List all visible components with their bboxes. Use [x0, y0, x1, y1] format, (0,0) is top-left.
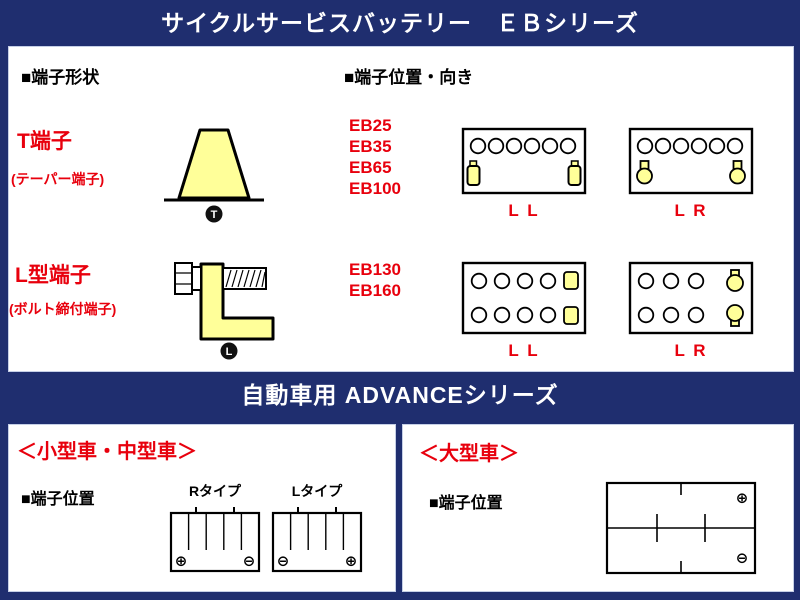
battery-topview-eb25-lr — [628, 127, 754, 195]
cell-dividers — [187, 513, 243, 550]
model-eb100: EB100 — [349, 179, 401, 198]
lg-terminal-position-heading: ■端子位置 — [429, 495, 503, 512]
t-badge-circle — [205, 205, 223, 223]
model-list-eb25-100: EB25 EB35 EB65 EB100 — [349, 115, 401, 199]
terminals-yellow — [636, 160, 746, 185]
cell-caps — [636, 137, 744, 155]
orientation-label-g2-ll: L L — [508, 341, 540, 360]
t-badge-label: T — [211, 209, 218, 221]
l-terminal-diagram: L — [174, 262, 275, 360]
l-type-left-sign: ⊖ — [277, 552, 290, 570]
large-car-title: ＜大型車＞ — [419, 443, 519, 465]
battery-diagram-large: ⊕ ⊖ — [605, 481, 757, 575]
small-medium-car-panel: ＜小型車・中型車＞ ■端子位置 Rタイプ Lタイプ ⊕ ⊖ — [8, 424, 396, 592]
terminal-shape-heading: ■端子形状 — [21, 68, 100, 87]
bolt-icon — [174, 262, 267, 295]
model-eb160: EB160 — [349, 281, 401, 300]
model-eb65: EB65 — [349, 158, 392, 177]
model-eb35: EB35 — [349, 137, 392, 156]
cell-dividers — [289, 513, 345, 550]
eb-series-panel: ■端子形状 ■端子位置・向き T端子 (テーパー端子) T L型端子 (ボルト締… — [8, 46, 794, 372]
t-terminal-name: T端子 — [17, 130, 72, 153]
battery-topview-eb25-ll — [461, 127, 587, 195]
l-bracket-shape — [199, 262, 275, 341]
large-top-right-sign: ⊕ — [736, 489, 749, 507]
l-type-label: Lタイプ — [291, 483, 343, 499]
terminals-yellow — [563, 271, 579, 325]
sm-terminal-position-heading: ■端子位置 — [21, 491, 95, 508]
l-type-right-sign: ⊕ — [345, 552, 358, 570]
l-terminal-name: L型端子 — [15, 264, 91, 287]
t-terminal-subtitle: (テーパー端子) — [11, 171, 105, 187]
large-car-panel: ＜大型車＞ ■端子位置 ⊕ ⊖ — [402, 424, 794, 592]
battery-topview-eb130-ll — [461, 261, 587, 335]
model-eb130: EB130 — [349, 260, 401, 279]
r-type-right-sign: ⊖ — [243, 552, 256, 570]
orientation-label-g1-ll: L L — [508, 201, 540, 220]
l-badge-circle — [220, 342, 238, 360]
battery-diagram-r-type: ⊕ ⊖ — [169, 507, 261, 573]
model-list-eb130-160: EB130 EB160 — [349, 259, 401, 301]
eb-series-title: サイクルサービスバッテリー ＥＢシリーズ — [161, 10, 639, 36]
r-type-label: Rタイプ — [188, 483, 242, 499]
cell-caps — [469, 137, 577, 155]
cell-dividers — [656, 483, 706, 573]
cell-caps — [637, 272, 705, 324]
cell-caps — [470, 272, 557, 324]
small-medium-car-title: ＜小型車・中型車＞ — [17, 441, 197, 463]
orientation-label-g2-lr: L R — [674, 341, 708, 360]
r-type-left-sign: ⊕ — [175, 552, 188, 570]
large-bottom-right-sign: ⊖ — [736, 549, 749, 567]
model-eb25: EB25 — [349, 116, 392, 135]
terminals-yellow — [466, 160, 582, 186]
t-terminal-diagram: T — [164, 128, 264, 223]
battery-topview-eb130-lr — [628, 261, 754, 335]
terminal-position-heading: ■端子位置・向き — [344, 68, 474, 87]
advance-series-title: 自動車用 ADVANCEシリーズ — [241, 382, 559, 408]
orientation-label-g1-lr: L R — [674, 201, 708, 220]
terminals-yellow — [726, 269, 744, 327]
l-terminal-subtitle: (ボルト締付端子) — [9, 301, 117, 317]
tapered-terminal-shape — [177, 128, 251, 200]
battery-diagram-l-type: ⊖ ⊕ — [271, 507, 363, 573]
l-badge-label: L — [226, 346, 233, 358]
